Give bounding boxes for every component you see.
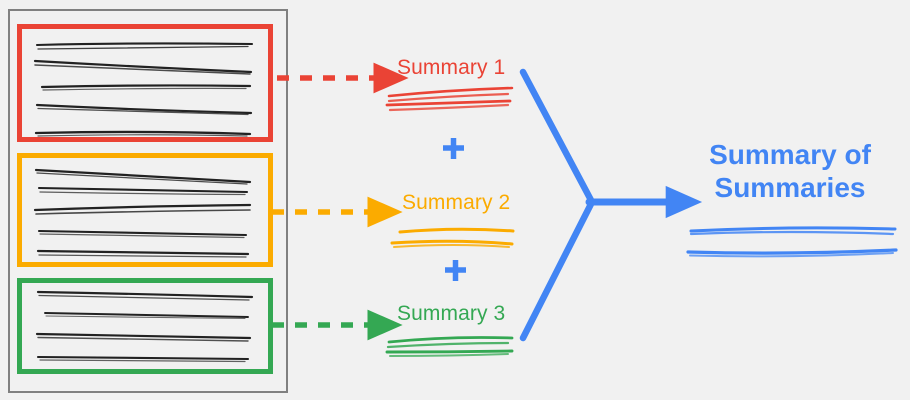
plus-2-icon — [445, 260, 466, 281]
summary-2-label: Summary 2 — [402, 191, 511, 214]
summary-of-summaries-line-2: Summaries — [714, 172, 866, 204]
plus-1-icon — [443, 138, 464, 159]
merge-arrow-to-result — [519, 68, 703, 342]
document-chunk-2[interactable] — [17, 153, 273, 267]
summary-3-label: Summary 3 — [397, 302, 506, 325]
document-chunk-1[interactable] — [17, 24, 273, 142]
summary-1-text-lines — [385, 86, 514, 112]
summary-of-summaries-line-1: Summary of — [709, 139, 871, 170]
result-text-lines — [686, 226, 898, 258]
summary-of-summaries-label: Summary of Summaries — [700, 138, 880, 204]
document-chunk-3[interactable] — [17, 278, 273, 374]
summary-3-text-lines — [385, 336, 514, 357]
summary-1-label: Summary 1 — [397, 56, 506, 79]
summary-2-text-lines — [390, 227, 515, 248]
